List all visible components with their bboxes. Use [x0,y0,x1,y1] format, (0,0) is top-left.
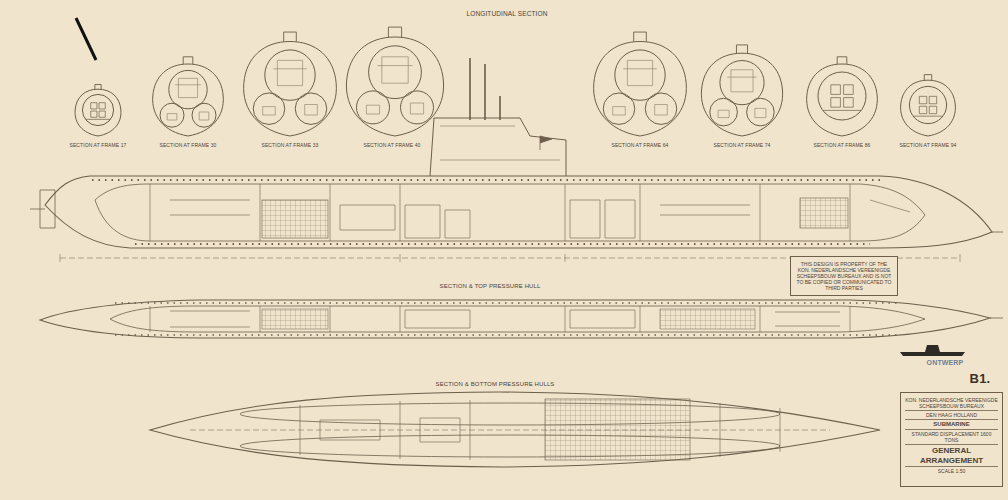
title-block-text: STANDARD DISPLACEMENT 1600 TONS [905,430,998,445]
drawing-line [115,303,900,335]
drawing-line [440,126,560,160]
drawing-line [150,306,850,332]
drawing-line [30,190,55,228]
section-label: SECTION AT FRAME 17 [69,143,126,149]
drawing-line [170,310,840,328]
drawing-line [300,400,780,460]
title-block-text: SCALE 1:50 [905,467,998,475]
drawing-line [660,309,755,329]
drawing-line [170,200,910,238]
cross-sections [75,27,955,136]
drawing-line [540,136,552,150]
drawing-line [594,32,687,136]
pointer-stroke [76,18,96,60]
drawing-line [240,403,780,425]
drawing-line [190,430,830,431]
section-label: SECTION AT FRAME 74 [713,143,770,149]
drawing-line [92,179,885,181]
drawing-line [75,85,121,136]
drawing-line [701,45,782,136]
drawing-line [320,418,460,442]
section-label: SECTION AT FRAME 30 [159,143,216,149]
title-block-text: DEN HAAG HOLLAND [905,411,998,420]
drawing-line [95,184,925,241]
sheet-number: B1. [969,372,990,387]
view-heading: SECTION & BOTTOM PRESSURE HULLS [436,381,555,388]
section-label: SECTION AT FRAME 33 [261,143,318,149]
drawing-line [901,75,956,136]
drawing-line [110,306,925,332]
drawing-line [470,58,500,120]
drawing-line [807,57,878,136]
title-block-text: SUBMARINE [905,420,998,430]
section-label: SECTION AT FRAME 64 [611,143,668,149]
drawing-line [346,27,443,136]
title-block-text: GENERAL ARRANGEMENT [905,445,998,467]
longitudinal-profile [30,58,1003,262]
drawing-line [900,352,965,356]
drawing-line [150,392,880,467]
section-label: SECTION AT FRAME 86 [813,143,870,149]
drawing-line [262,309,328,329]
section-label: SECTION AT FRAME 94 [899,143,956,149]
drawing-line [135,243,870,245]
drawing-line [150,184,850,241]
stamp-text: ONTWERP [927,359,964,367]
top-pressure-hull-plan [40,300,1003,338]
drawing-line [262,200,328,238]
view-heading: LONGITUDINAL SECTION [466,10,547,17]
note-text: THIS DESIGN IS PROPERTY OF THE KON. NEDE… [795,260,893,292]
drawing-line [40,300,990,338]
drawing-line [925,345,940,352]
bottom-pressure-hulls-plan [150,392,880,467]
drawing-line [244,32,337,136]
title-block-text: KON. NEDERLANDSCHE VEREENIGDE SCHEEPSBOU… [905,396,998,411]
drawing-line [45,176,992,248]
drawing-line [430,118,566,176]
section-label: SECTION AT FRAME 40 [363,143,420,149]
drawing-line [153,57,224,136]
submarine-silhouette [900,345,965,356]
note-box: THIS DESIGN IS PROPERTY OF THE KON. NEDE… [790,256,898,296]
drawing-line [990,318,1003,319]
title-block: KON. NEDERLANDSCHE VEREENIGDE SCHEEPSBOU… [900,392,1003,487]
drawing-line [800,198,848,228]
drawing-line [240,435,780,457]
drawing-line [545,399,690,460]
drawing-line [992,232,1003,233]
view-heading: SECTION & TOP PRESSURE HULL [440,283,541,290]
